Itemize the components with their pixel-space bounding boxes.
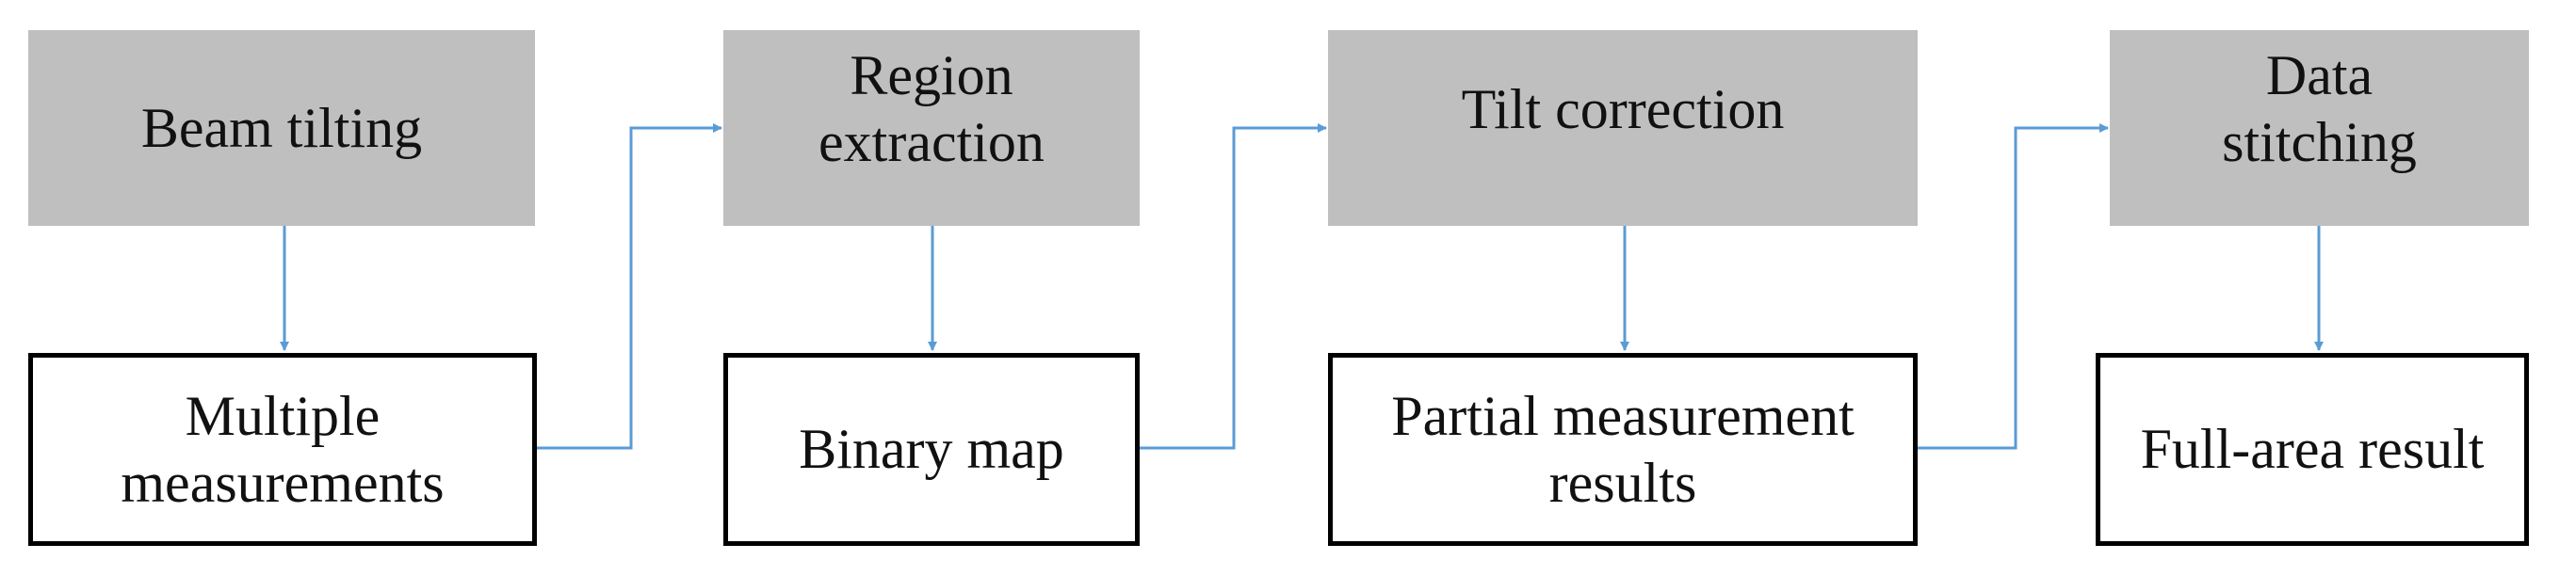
output-box-binary-map: Binary map — [723, 353, 1140, 546]
output-box-partial-measurement-results: Partial measurement results — [1328, 353, 1918, 546]
connector-multiple-measurements-to-region-extraction — [537, 123, 722, 450]
connector-partial-results-to-data-stitching — [1918, 123, 2109, 450]
process-box-beam-tilting: Beam tilting — [28, 30, 535, 226]
process-box-region-extraction: Region extraction — [723, 30, 1140, 226]
output-box-full-area-result: Full-area result — [2096, 353, 2529, 546]
connector-binary-map-to-tilt-correction — [1140, 123, 1327, 450]
process-box-data-stitching: Data stitching — [2110, 30, 2529, 226]
process-box-tilt-correction: Tilt correction — [1328, 30, 1918, 226]
output-box-multiple-measurements: Multiple measurements — [28, 353, 537, 546]
